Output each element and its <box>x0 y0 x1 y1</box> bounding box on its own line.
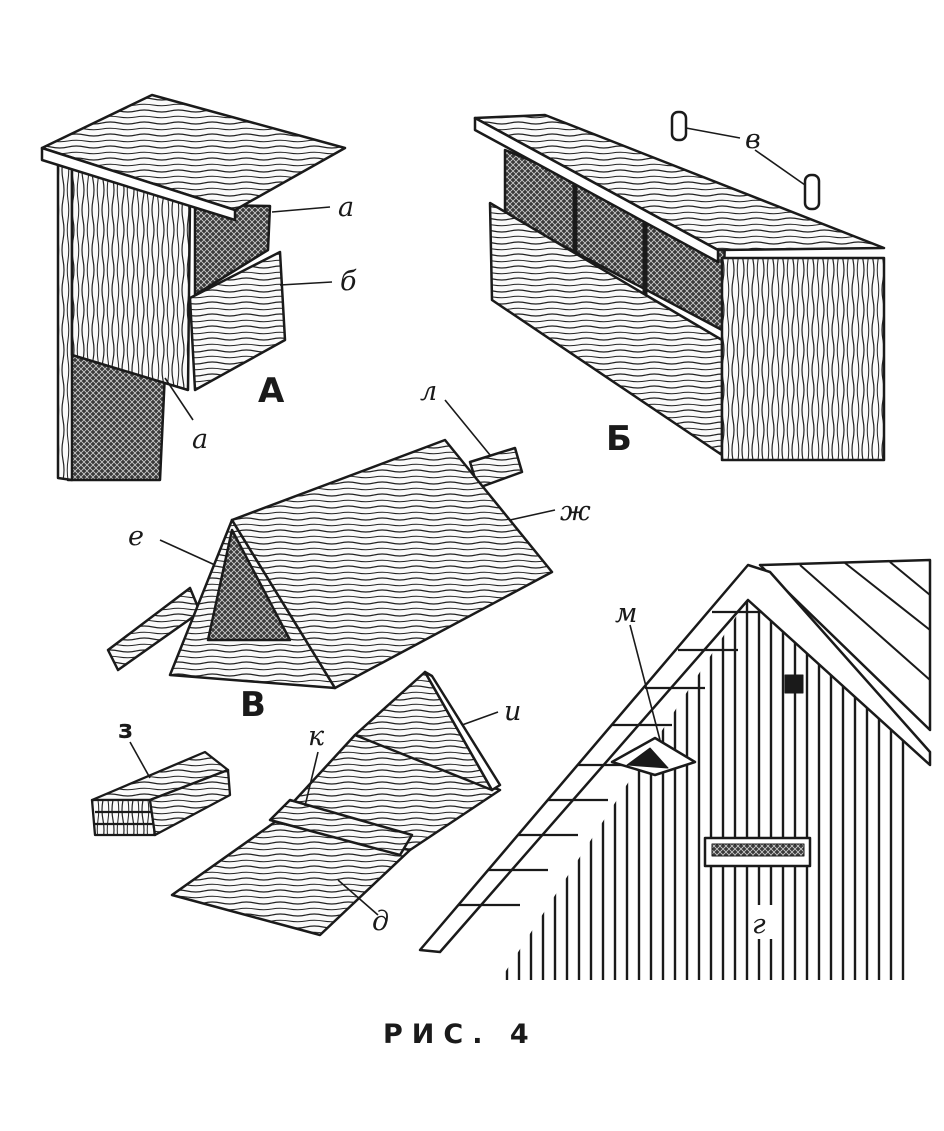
label-b: б <box>340 266 357 297</box>
hanger-1 <box>670 110 688 142</box>
label-zh: ж <box>560 496 591 527</box>
birdhouse-b <box>473 110 886 462</box>
leader-e <box>159 539 216 566</box>
leader-z <box>129 741 151 779</box>
label-v: в <box>745 124 761 155</box>
nest-box-m-hole <box>626 747 669 769</box>
birdhouse-a <box>40 93 347 482</box>
leader-v-1 <box>685 127 741 139</box>
figure-caption: РИС. 4 <box>383 1019 538 1050</box>
eave-rafters <box>458 610 762 907</box>
hanger-2 <box>803 173 821 211</box>
roof-plank-3 <box>889 561 931 596</box>
leader-b <box>279 281 333 286</box>
label-i: и <box>504 696 521 727</box>
siding-wall <box>500 598 910 980</box>
roof-edge <box>473 116 720 264</box>
label-m: м <box>615 598 637 629</box>
back-board <box>56 163 74 482</box>
roof-plane <box>758 558 932 732</box>
board-stack-side <box>90 798 157 837</box>
leader-m <box>629 624 661 741</box>
crossbar <box>268 798 414 857</box>
nest-box-g-mesh <box>711 843 805 857</box>
label-a1: а <box>338 192 354 223</box>
board-stack-z <box>90 750 232 837</box>
roof-edge <box>40 146 237 222</box>
roof-plank-1 <box>799 564 931 681</box>
parts-kit <box>170 670 502 937</box>
label-z: з <box>118 715 133 745</box>
label-A: А <box>258 371 285 411</box>
entrance-mesh <box>206 528 292 642</box>
building-gable <box>418 558 932 980</box>
end-wall <box>720 256 886 462</box>
vent-square <box>784 674 804 694</box>
leader-i <box>461 711 499 726</box>
leader-v-2 <box>754 149 806 186</box>
label-V: В <box>240 685 266 725</box>
label-g: г <box>752 909 766 940</box>
label-e: е <box>128 521 144 552</box>
eave-board <box>418 563 932 954</box>
leader-l <box>444 399 491 456</box>
label-g-bg <box>750 905 776 939</box>
leader-d <box>337 879 379 916</box>
roof-plank-2 <box>844 562 931 631</box>
birdhouse-v <box>106 438 554 690</box>
leader-zh <box>509 509 556 521</box>
leader-a2 <box>164 377 194 421</box>
board-stack-end <box>148 768 232 837</box>
label-a2: а <box>192 424 208 455</box>
label-B: Б <box>606 419 632 459</box>
gable-edge <box>423 670 502 792</box>
leader-k <box>304 751 319 807</box>
leader-a1 <box>271 206 331 213</box>
label-l: л <box>420 376 437 407</box>
roof-slope <box>230 438 554 690</box>
label-d: д <box>372 906 389 937</box>
label-k: к <box>308 721 325 752</box>
front-board <box>188 250 287 392</box>
